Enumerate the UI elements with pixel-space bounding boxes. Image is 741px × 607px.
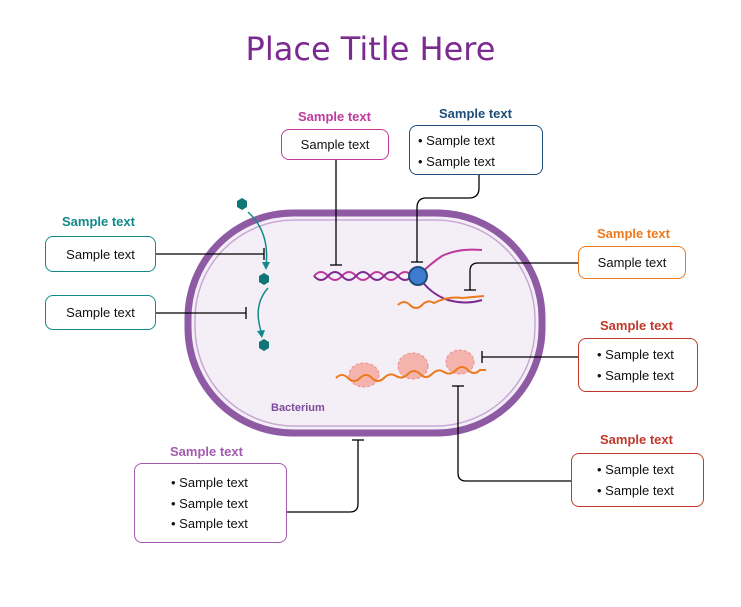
orange-heading: Sample text (597, 226, 670, 241)
purple-bottom-heading: Sample text (170, 444, 243, 459)
teal-heading: Sample text (62, 214, 135, 229)
navy-item: Sample text (418, 131, 542, 152)
red-bottom-item: Sample text (597, 481, 703, 502)
transport-arrow-upper (247, 211, 268, 267)
red-top-item: Sample text (597, 345, 697, 366)
transport-arrow-upper-head (262, 262, 270, 270)
navy-item: Sample text (418, 152, 542, 173)
mrna-strand (397, 295, 485, 309)
molecule-hexagon-middle (259, 273, 269, 285)
magenta-heading: Sample text (298, 109, 371, 124)
dna-strand-a (313, 271, 413, 281)
red-bottom-item: Sample text (597, 460, 703, 481)
purple-bottom-item: Sample text (171, 514, 286, 535)
polysome-mrna (335, 366, 486, 382)
molecule-hexagon-bottom (259, 339, 269, 351)
connector-navy (416, 174, 480, 262)
red-top-heading: Sample text (600, 318, 673, 333)
red-bottom-heading: Sample text (600, 432, 673, 447)
navy-box: Sample text Sample text (409, 125, 543, 175)
page-title: Place Title Here (245, 30, 496, 68)
bacterium-label: Bacterium (271, 402, 325, 414)
teal-box-2: Sample text (45, 295, 156, 330)
purple-bottom-item: Sample text (171, 473, 286, 494)
navy-heading: Sample text (439, 106, 512, 121)
red-top-item: Sample text (597, 366, 697, 387)
dna-fork-lower (417, 275, 483, 304)
connector-purple-bottom (287, 440, 359, 513)
ribosome-2 (397, 352, 429, 380)
transport-arrow-lower-head (257, 330, 265, 338)
teal-box-1: Sample text (45, 236, 156, 272)
orange-box: Sample text (578, 246, 686, 279)
purple-bottom-box: Sample text Sample text Sample text (134, 463, 287, 543)
bacterium-cell-wall (184, 209, 546, 437)
red-top-box: Sample text Sample text (578, 338, 698, 392)
connector-red-bottom (457, 386, 571, 482)
magenta-box: Sample text (281, 129, 389, 160)
molecule-hexagon-top (237, 198, 247, 210)
red-bottom-box: Sample text Sample text (571, 453, 704, 507)
polymerase-enzyme (408, 266, 428, 286)
dna-strand-b (313, 271, 413, 281)
transport-arrow-lower (257, 287, 269, 335)
bacterium-inner-membrane (194, 219, 536, 427)
purple-bottom-item: Sample text (171, 494, 286, 515)
connector-orange (469, 262, 578, 290)
